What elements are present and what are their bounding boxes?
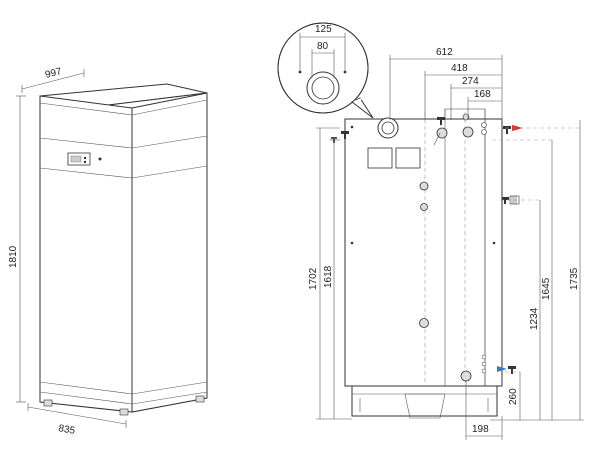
cold-water-arrow-icon bbox=[497, 366, 507, 372]
dim-612: 612 bbox=[436, 47, 453, 58]
unit-front-panel bbox=[39, 95, 133, 413]
rear-elevation: 612 418 274 168 1702 1618 1234 1645 1735… bbox=[308, 47, 584, 440]
tap-icon bbox=[497, 366, 516, 374]
dim-1645: 1645 bbox=[541, 277, 552, 300]
tap-icon bbox=[437, 117, 445, 125]
dim-198: 198 bbox=[472, 424, 489, 435]
dim-125: 125 bbox=[315, 24, 332, 35]
dim-1234: 1234 bbox=[529, 307, 540, 330]
dim-1735: 1735 bbox=[569, 267, 580, 290]
dim-80: 80 bbox=[317, 41, 329, 52]
dim-168: 168 bbox=[474, 89, 491, 100]
rear-plinth bbox=[351, 385, 498, 417]
dim-418: 418 bbox=[451, 63, 468, 74]
vent-grille-left bbox=[367, 147, 393, 169]
dim-height: 1810 bbox=[8, 245, 19, 268]
port-icon bbox=[436, 127, 448, 139]
unit-right-side bbox=[131, 92, 208, 413]
port-icon bbox=[462, 126, 474, 138]
flue-detail-callout: 125 80 bbox=[277, 22, 374, 119]
tap-icon bbox=[503, 125, 523, 134]
hot-water-arrow-icon bbox=[512, 125, 523, 131]
dim-1618: 1618 bbox=[323, 265, 334, 288]
vent-grille-right bbox=[395, 147, 421, 169]
power-button-icon bbox=[98, 157, 102, 161]
dim-1702: 1702 bbox=[308, 267, 319, 290]
dim-274: 274 bbox=[462, 76, 479, 87]
dim-width: 835 bbox=[57, 423, 76, 437]
dim-260: 260 bbox=[508, 388, 519, 405]
dim-depth: 997 bbox=[44, 66, 63, 81]
perspective-view: 997 1810 835 bbox=[8, 66, 208, 437]
